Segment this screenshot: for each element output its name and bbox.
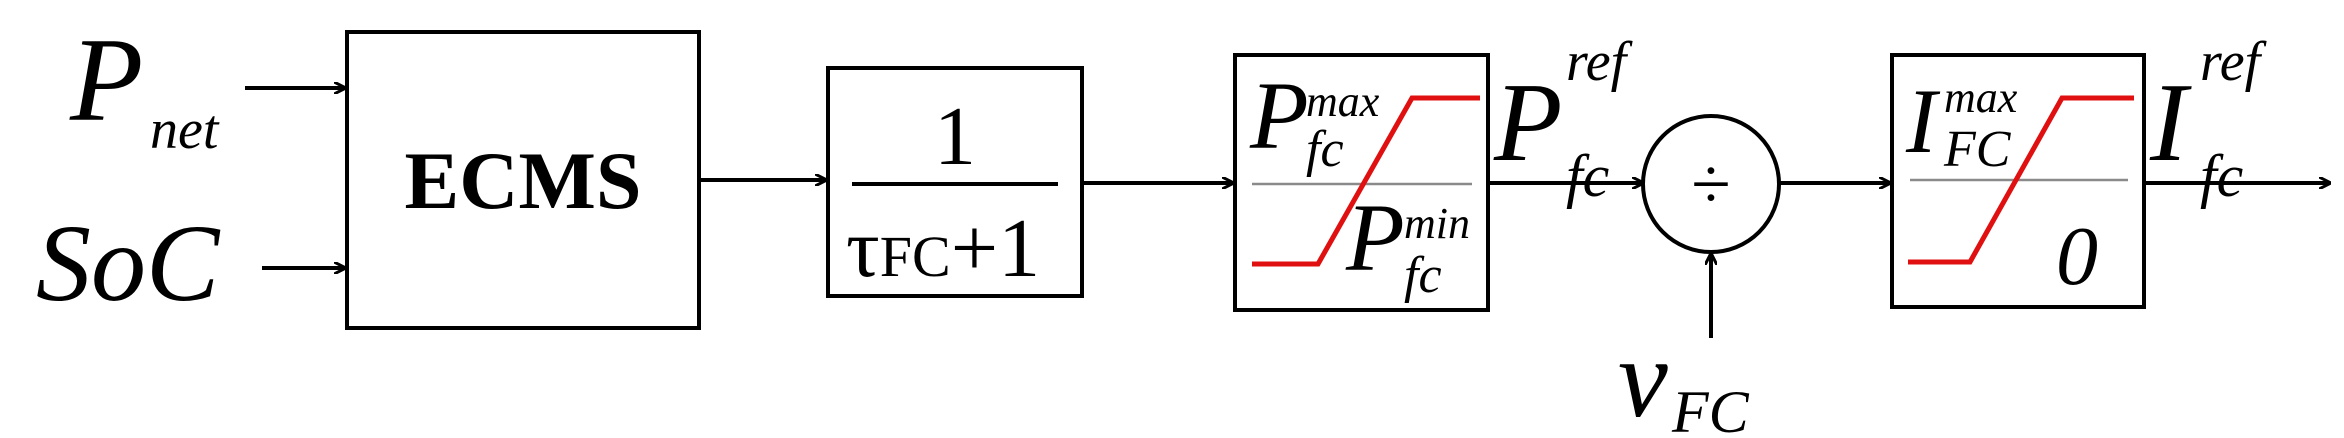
p-max-sup: max [1306,77,1380,126]
current-limit-block: I max FC 0 [1890,53,2146,309]
current-saturation-curve [1908,95,2134,265]
power-saturation-curve [1252,95,1480,267]
p-min-label: P min fc [1345,184,1470,304]
divider-symbol: ÷ [1691,144,1731,224]
p-net-sub: net [150,99,220,161]
zero-label: 0 [2056,210,2098,303]
divider-block: ÷ [1641,114,1781,254]
i-max-sup: max [1944,73,2018,122]
voltage-sub: FC [1671,379,1750,438]
filter-block: 1 τFC+1 [826,66,1084,298]
filter-plus-one: +1 [951,202,1040,295]
p-max-main: P [1249,62,1309,169]
power-ref-sub: fc [1566,143,1609,209]
i-max-sub: FC [1943,121,2012,178]
current-ref-label: I ref fc [2149,31,2268,209]
p-min-sub: fc [1404,247,1442,304]
power-ref-main: P [1493,61,1562,185]
p-net-main: P [69,13,143,146]
i-max-main: I [1905,70,1941,172]
power-ref-label: P ref fc [1493,31,1634,209]
power-limit-block: P max fc P min fc [1233,53,1490,312]
p-max-sub: fc [1306,121,1344,178]
filter-numerator: 1 [934,90,976,183]
voltage-label: v FC [1618,317,1750,438]
voltage-main: v [1618,317,1668,438]
current-ref-sup: ref [2200,31,2268,93]
filter-tau-sub: FC [880,224,951,289]
current-ref-main: I [2149,61,2192,185]
ecms-block: ECMS [345,30,701,330]
power-ref-sup: ref [1566,31,1634,93]
p-min-main: P [1345,184,1405,291]
p-max-label: P max fc [1249,62,1380,178]
ecms-block-frame [345,30,701,330]
ecms-label: ECMS [405,135,642,226]
p-min-sup: min [1404,199,1470,248]
i-max-label: I max FC [1905,70,2018,178]
filter-denominator: τFC+1 [846,202,1040,295]
filter-tau: τ [846,202,880,295]
input-label-soc: SoC [36,202,221,324]
input-label-p-net: P net [69,13,220,161]
current-ref-sub: fc [2200,143,2243,209]
